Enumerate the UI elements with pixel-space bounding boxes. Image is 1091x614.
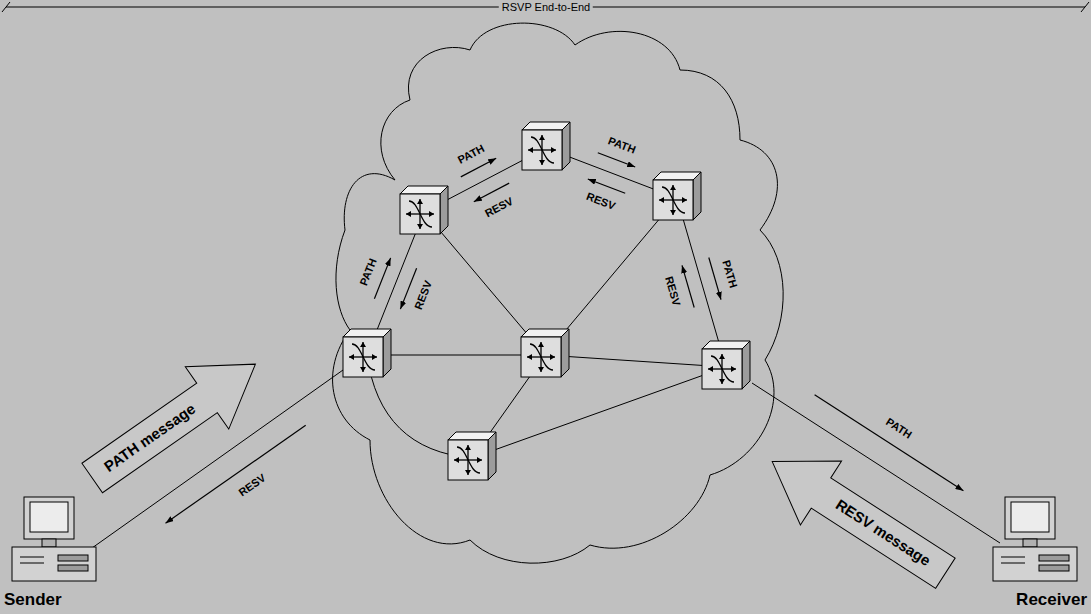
- message-label: PATH: [883, 414, 915, 441]
- hollow-arrow: [752, 430, 966, 605]
- message-label: RESV: [662, 274, 682, 308]
- message-label: PATH: [606, 134, 639, 156]
- diagram-title: RSVP End-to-End: [499, 0, 593, 14]
- computer-node: Receiver: [1014, 590, 1087, 610]
- message-label: PATH: [455, 141, 487, 166]
- arrow-caption: PATH message: [100, 400, 199, 476]
- arrow-caption: RESV message: [832, 496, 934, 570]
- router-icon: [521, 329, 569, 377]
- router-icon: [400, 186, 448, 234]
- computer-node: Sender: [4, 590, 64, 610]
- message-label: RESV: [236, 470, 269, 498]
- router-icon: [522, 122, 570, 170]
- node-label: Receiver: [1014, 590, 1087, 610]
- message-label: PATH: [356, 256, 378, 289]
- node-label: Sender: [4, 590, 64, 610]
- router-icon: [343, 329, 391, 377]
- router-icon: [702, 341, 750, 389]
- message-label: RESV: [482, 194, 516, 220]
- message-label: RESV: [584, 190, 618, 213]
- message-label: PATH: [720, 258, 740, 290]
- computer-icon: [12, 497, 96, 581]
- router-icon: [448, 432, 496, 480]
- hollow-arrow: [70, 333, 277, 509]
- network-cloud: [333, 23, 784, 563]
- computer-icon: [993, 497, 1077, 581]
- message-label: RESV: [412, 278, 435, 312]
- router-links: [92, 148, 1000, 548]
- router-icon: [653, 172, 701, 220]
- message-arrows: [166, 153, 964, 523]
